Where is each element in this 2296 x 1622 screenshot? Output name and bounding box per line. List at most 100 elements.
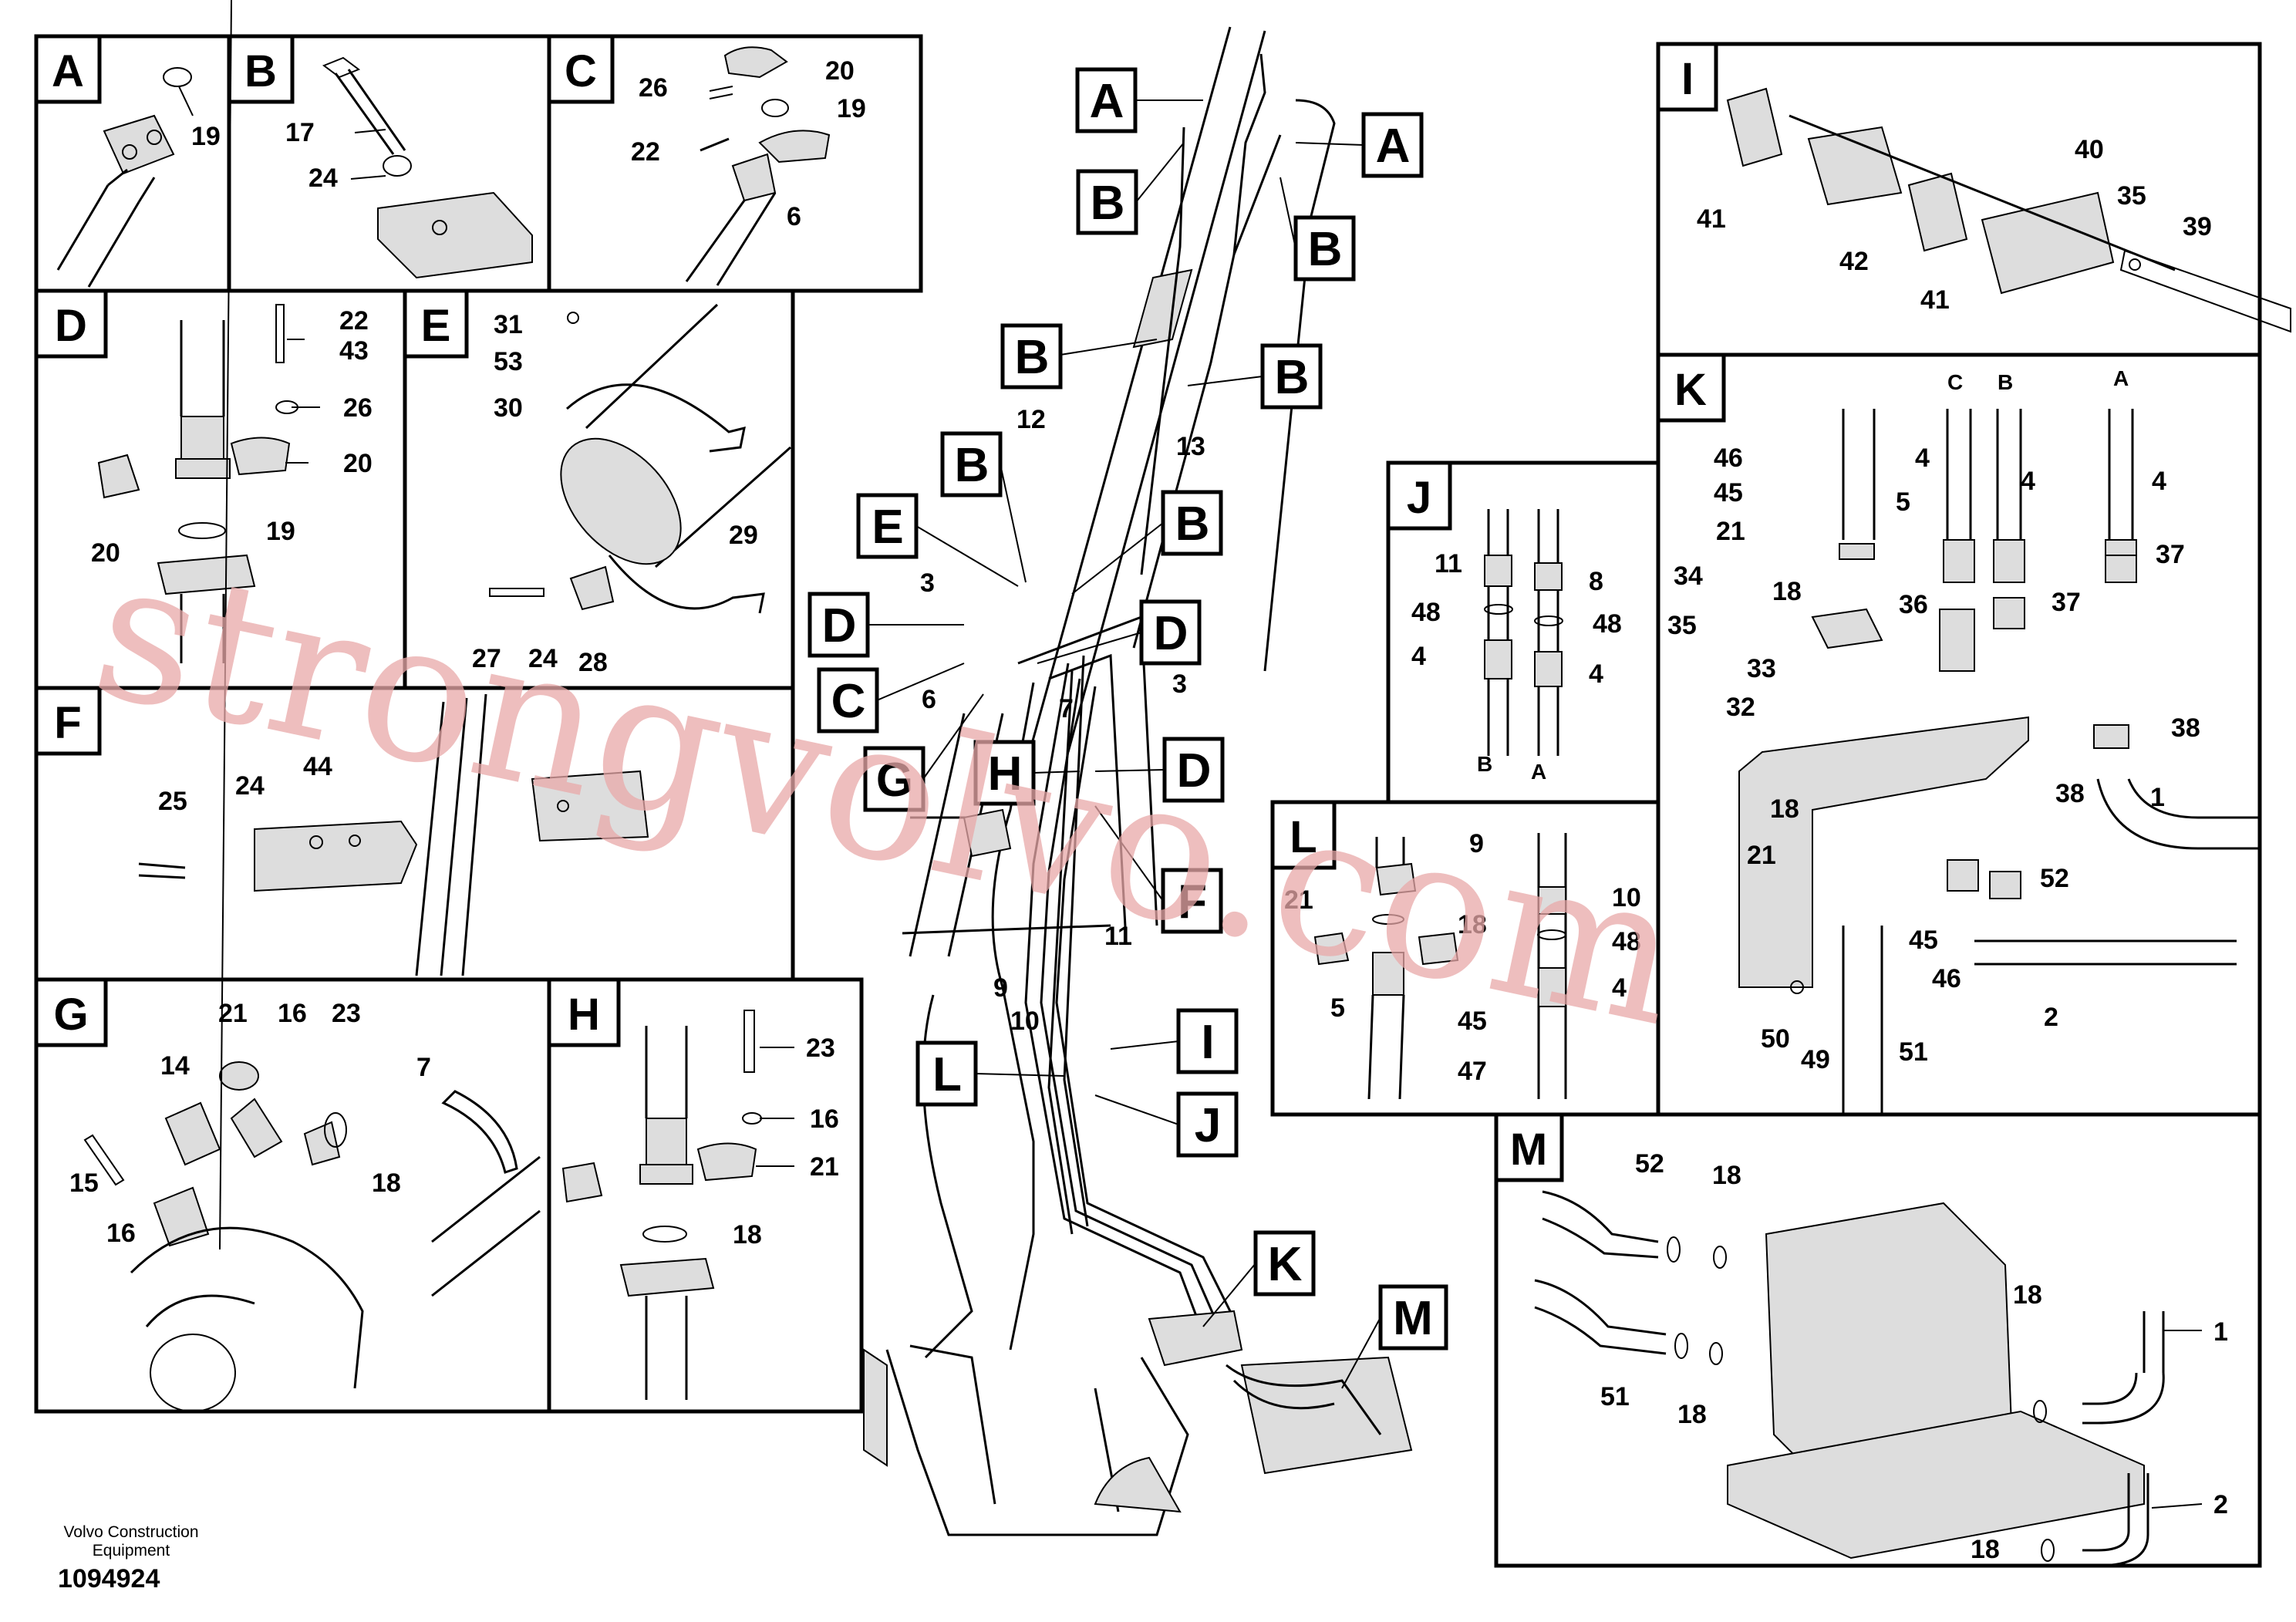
svg-text:21: 21 (1716, 517, 1745, 546)
callout-tag-a-top-left: A (1075, 67, 1138, 133)
svg-text:19: 19 (837, 94, 866, 123)
svg-text:D: D (822, 599, 857, 653)
svg-text:18: 18 (1971, 1535, 2000, 1564)
panel-c-letter: C (547, 34, 615, 104)
svg-text:5: 5 (1896, 487, 1910, 517)
footer-company-line1: Volvo Construction (63, 1523, 199, 1541)
svg-text:B: B (1998, 370, 2013, 394)
svg-text:18: 18 (1458, 910, 1487, 939)
svg-text:25: 25 (158, 787, 187, 816)
svg-text:18: 18 (1770, 794, 1799, 824)
svg-text:G: G (53, 990, 88, 1040)
svg-text:45: 45 (1714, 478, 1743, 508)
panel-e-letter: E (403, 288, 469, 359)
svg-text:49: 49 (1801, 1045, 1830, 1074)
overview-leader-lines (868, 99, 1381, 1389)
svg-text:F: F (54, 698, 81, 748)
svg-text:37: 37 (2052, 588, 2081, 617)
svg-text:43: 43 (339, 336, 369, 366)
svg-text:4: 4 (1411, 642, 1426, 671)
svg-text:B: B (955, 439, 990, 492)
svg-text:15: 15 (69, 1168, 99, 1198)
svg-text:29: 29 (729, 521, 758, 550)
svg-text:53: 53 (494, 347, 523, 376)
svg-text:38: 38 (2055, 779, 2085, 808)
svg-text:20: 20 (91, 538, 120, 568)
svg-text:L: L (932, 1048, 962, 1101)
svg-text:20: 20 (825, 56, 855, 86)
svg-text:E: E (872, 501, 903, 554)
svg-text:G: G (876, 754, 913, 807)
callout-tag-f: F (1161, 868, 1223, 934)
svg-text:46: 46 (1932, 964, 1961, 993)
panel-c-drawing (685, 46, 831, 286)
callout-tag-d-left: D (807, 592, 870, 658)
callout-tag-g: G (863, 746, 925, 812)
svg-text:28: 28 (578, 648, 608, 677)
svg-text:A: A (1376, 120, 1411, 173)
svg-text:K: K (1674, 365, 1707, 415)
svg-text:48: 48 (1411, 598, 1441, 627)
panel-a-drawing (56, 67, 194, 288)
panel-e-labels: 31 53 30 29 27 24 28 (472, 310, 758, 677)
svg-text:4: 4 (1589, 659, 1603, 689)
overview-labels: 12 13 3 6 3 7 9 10 11 (920, 405, 1205, 1036)
panel-j-labels: 11 8 48 48 4 4 B A (1411, 549, 1622, 784)
svg-text:J: J (1195, 1099, 1221, 1152)
panel-d-drawing (97, 304, 320, 663)
svg-text:38: 38 (2171, 713, 2200, 743)
panel-d-labels: 22 43 26 20 19 20 (91, 306, 373, 568)
svg-text:C: C (1947, 370, 1963, 394)
svg-text:4: 4 (1612, 973, 1627, 1003)
svg-text:41: 41 (1697, 204, 1726, 234)
svg-text:2: 2 (2213, 1490, 2228, 1519)
svg-text:L: L (1290, 812, 1317, 862)
svg-text:D: D (1177, 744, 1212, 798)
svg-text:10: 10 (1010, 1007, 1040, 1036)
panel-f-labels: 25 24 44 (158, 752, 332, 816)
watermark: strongvolvo.com (78, 515, 1698, 1069)
callout-tag-j: J (1176, 1091, 1239, 1158)
svg-text:C: C (831, 675, 866, 728)
svg-text:18: 18 (372, 1168, 401, 1198)
svg-text:40: 40 (2075, 135, 2104, 164)
panel-a-letter: A (34, 34, 102, 104)
panel-k-letter: K (1656, 352, 1726, 423)
svg-text:8: 8 (1589, 567, 1603, 596)
svg-text:26: 26 (343, 393, 373, 423)
svg-text:21: 21 (1747, 841, 1776, 870)
svg-text:37: 37 (2156, 540, 2185, 569)
panel-i-labels: 40 35 39 41 42 41 (1697, 135, 2212, 315)
svg-text:7: 7 (1059, 694, 1074, 723)
svg-text:18: 18 (1712, 1161, 1741, 1190)
svg-text:51: 51 (1600, 1382, 1630, 1411)
svg-text:B: B (1477, 752, 1492, 776)
svg-text:A: A (1531, 760, 1546, 784)
callout-tag-e: E (856, 493, 919, 559)
svg-text:D: D (1154, 607, 1188, 660)
svg-text:K: K (1268, 1238, 1303, 1291)
svg-text:18: 18 (1772, 577, 1802, 606)
svg-text:48: 48 (1593, 609, 1622, 639)
svg-text:33: 33 (1747, 654, 1776, 683)
panel-h-labels: 23 16 21 18 (733, 1034, 839, 1249)
panel-g-drawing (83, 0, 541, 1412)
panel-e-drawing (489, 303, 791, 614)
svg-text:31: 31 (494, 310, 523, 339)
svg-text:23: 23 (332, 999, 361, 1028)
svg-text:B: B (244, 46, 277, 96)
svg-text:13: 13 (1176, 432, 1205, 461)
svg-text:9: 9 (1469, 829, 1484, 858)
svg-text:21: 21 (1284, 885, 1313, 915)
panel-m-letter: M (1494, 1112, 1564, 1182)
svg-text:34: 34 (1674, 561, 1703, 591)
panel-i-letter: I (1656, 42, 1718, 112)
svg-text:22: 22 (339, 306, 369, 336)
svg-text:5: 5 (1330, 993, 1345, 1023)
panel-f-letter: F (34, 686, 102, 756)
svg-text:35: 35 (1667, 611, 1697, 640)
svg-text:A: A (1090, 75, 1124, 128)
svg-text:M: M (1510, 1125, 1547, 1175)
svg-text:14: 14 (160, 1051, 190, 1081)
